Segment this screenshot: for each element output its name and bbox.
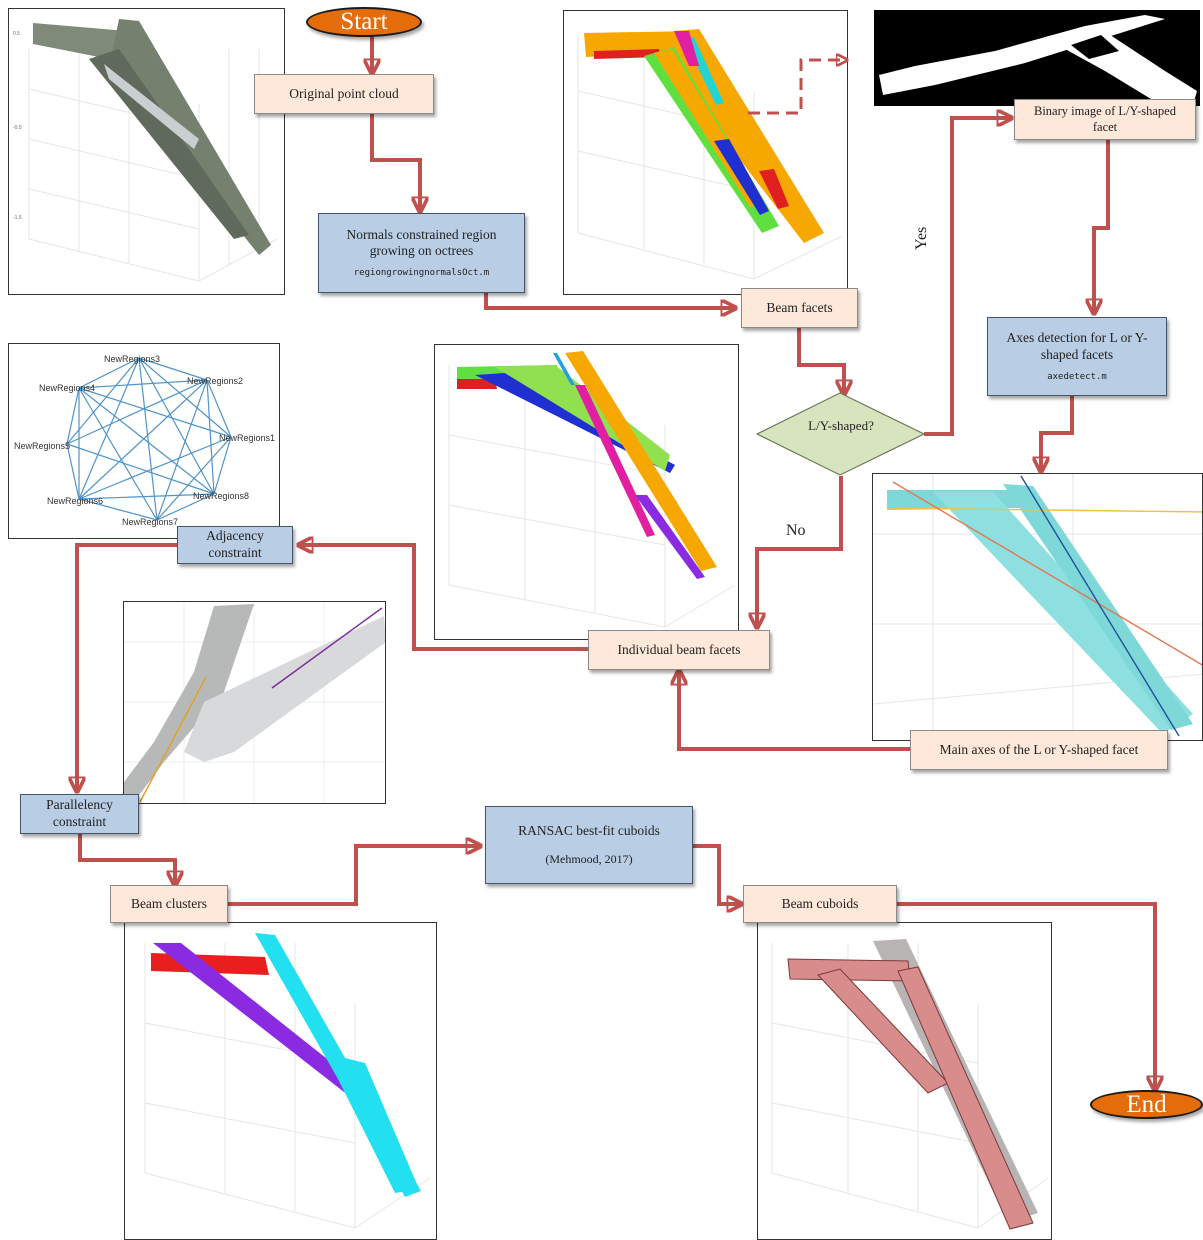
graph-edge <box>78 436 232 500</box>
adjacency-box: Adjacency constraint <box>177 526 293 564</box>
ransac-box: RANSAC best-fit cuboids (Mehmood, 2017) <box>485 806 693 884</box>
parallelency-image <box>123 601 386 804</box>
graph-node-label: NewRegions2 <box>187 376 243 386</box>
main-axes-label: Main axes of the L or Y-shaped facet <box>939 741 1139 757</box>
end-label: End <box>1126 1090 1167 1118</box>
beam-clusters-label: Beam clusters <box>130 895 208 911</box>
graph-edge <box>78 387 158 521</box>
axes-detection-code: axedetect.m <box>1047 371 1107 382</box>
start-terminal: Start <box>306 7 422 37</box>
yes-label: Yes <box>913 226 930 250</box>
graph-edge <box>138 357 208 381</box>
region-growing-label: Normals constrained region growing on oc… <box>346 226 497 259</box>
beam-facets-label: Beam facets <box>766 299 833 315</box>
graph-edge <box>213 436 232 495</box>
graph-node-label: NewRegions5 <box>14 441 70 451</box>
graph-edge <box>78 498 158 521</box>
graph-edge <box>138 357 215 495</box>
axes-detection-label: Axes detection for L or Y-shaped facets <box>1006 330 1148 362</box>
parallelency-box: Parallelency constraint <box>20 794 139 834</box>
beam-facets-image <box>563 10 848 295</box>
graph-edge <box>138 357 158 521</box>
graph-edge <box>156 493 215 521</box>
axes-detection-box: Axes detection for L or Y-shaped facets … <box>987 317 1167 396</box>
individual-facets-image <box>434 344 739 640</box>
svg-text:0.5: 0.5 <box>13 31 20 37</box>
svg-text:-1.5: -1.5 <box>13 215 22 221</box>
graph-edge <box>156 379 208 521</box>
binary-image-label: Binary image of L/Y-shaped facet <box>1034 103 1176 134</box>
graph-edge <box>78 493 215 500</box>
graph-edge <box>206 379 215 495</box>
beam-cuboids-label: Beam cuboids <box>781 895 859 911</box>
main-axes-box: Main axes of the L or Y-shaped facet <box>910 730 1168 770</box>
original-point-cloud-box: Original point cloud <box>254 74 434 114</box>
graph-node-label: NewRegions8 <box>193 491 249 501</box>
graph-edge <box>78 379 208 389</box>
graph-node-label: NewRegions7 <box>122 517 178 527</box>
graph-edge <box>78 379 208 500</box>
original-point-cloud-image: 0.5 -0.5 -1.5 <box>8 8 285 295</box>
svg-text:-0.5: -0.5 <box>13 125 22 131</box>
graph-edge <box>66 443 80 500</box>
graph-edge <box>78 357 140 500</box>
adjacency-label: Adjacency constraint <box>206 528 264 560</box>
ransac-label: RANSAC best-fit cuboids <box>518 823 660 839</box>
beam-clusters-image <box>124 922 437 1240</box>
parallelency-label: Parallelency constraint <box>46 797 113 829</box>
graph-edge <box>66 387 80 445</box>
no-label: No <box>786 522 806 539</box>
graph-node-label: NewRegions3 <box>104 354 160 364</box>
individual-beam-facets-label: Individual beam facets <box>617 641 741 657</box>
ransac-reference: (Mehmood, 2017) <box>545 851 633 866</box>
axes-detection-image <box>872 473 1203 741</box>
beam-clusters-box: Beam clusters <box>110 885 228 923</box>
binary-image <box>874 10 1200 106</box>
original-point-cloud-label: Original point cloud <box>289 85 399 101</box>
graph-edge <box>78 387 232 438</box>
graph-node-label: NewRegions1 <box>219 433 275 443</box>
graph-edge <box>66 379 208 445</box>
graph-edge <box>78 387 215 495</box>
beam-cuboids-image <box>757 922 1052 1240</box>
region-growing-box: Normals constrained region growing on oc… <box>318 213 525 293</box>
region-growing-code: regiongrowingnormalsOct.m <box>353 268 490 279</box>
graph-node-label: NewRegions6 <box>47 496 103 506</box>
graph-edge <box>206 379 232 438</box>
binary-image-box: Binary image of L/Y-shaped facet <box>1014 99 1196 140</box>
graph-edge <box>66 443 215 495</box>
beam-facets-box: Beam facets <box>741 288 858 328</box>
adjacency-graph-image: NewRegions3 NewRegions2 NewRegions4 NewR… <box>8 343 280 539</box>
start-label: Start <box>340 8 388 35</box>
individual-beam-facets-box: Individual beam facets <box>588 630 770 670</box>
end-terminal: End <box>1090 1090 1203 1119</box>
graph-edge <box>78 357 140 389</box>
decision-label: L/Y-shaped? <box>808 418 874 433</box>
graph-edge <box>138 357 232 438</box>
graph-edge <box>66 357 140 445</box>
graph-node-label: NewRegions4 <box>39 383 95 393</box>
beam-cuboids-box: Beam cuboids <box>743 885 897 923</box>
